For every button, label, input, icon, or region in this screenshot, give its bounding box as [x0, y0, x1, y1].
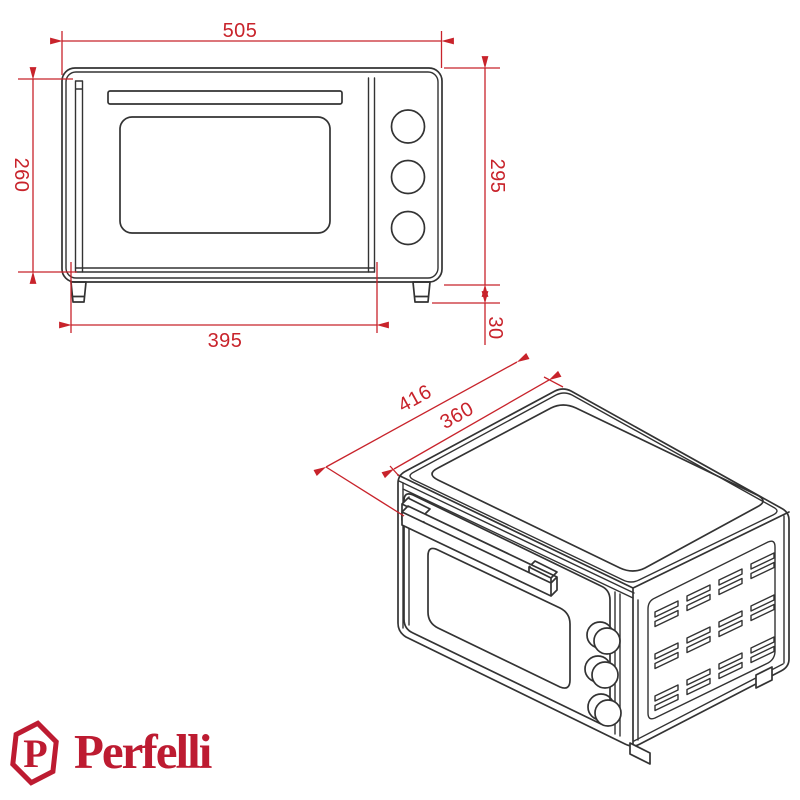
- iso-top-bevel: [409, 392, 778, 583]
- brand-logo: P Perfelli: [10, 720, 214, 786]
- iso-knob1-front: [593, 627, 621, 655]
- dim-360-line: [381, 370, 562, 479]
- dim-395-extensions: [70, 262, 378, 333]
- brand-name: Perfelli: [74, 724, 212, 779]
- knob-top: [390, 109, 426, 144]
- right-foot: [412, 281, 431, 303]
- iso-front-top-bevel: [398, 480, 635, 599]
- vent-slat: [686, 584, 711, 602]
- vent-slat: [718, 577, 743, 596]
- vent-slat: [654, 600, 679, 618]
- logo-hexagon-icon: [10, 720, 59, 786]
- vent-slat: [718, 610, 743, 628]
- vent-slat: [718, 568, 743, 586]
- door-window: [119, 116, 331, 234]
- vent-slots: [654, 552, 775, 712]
- vent-slat: [686, 677, 711, 696]
- vent-slat: [686, 668, 711, 686]
- front-view: [61, 67, 443, 303]
- vent-slat: [750, 603, 775, 622]
- iso-body-edges: [397, 474, 790, 746]
- dim-overall-width-label: 505: [223, 20, 258, 42]
- vent-slat: [750, 561, 775, 580]
- iso-body-silhouette: [397, 388, 790, 747]
- logo-badge-letter: P: [23, 731, 47, 776]
- iso-knobs: [584, 621, 622, 727]
- knob-bottom: [390, 210, 426, 246]
- dim-depth-total-label: 416: [395, 381, 436, 417]
- vent-slat: [654, 651, 679, 670]
- iso-foot-back: [755, 666, 773, 689]
- dim-260-extensions: [18, 78, 77, 273]
- vent-slat: [750, 552, 775, 570]
- vent-slat: [686, 635, 711, 654]
- dim-416-leader: [325, 466, 405, 517]
- vent-slat: [750, 636, 775, 654]
- oven-body-outline: [61, 67, 443, 283]
- left-foot: [70, 281, 87, 303]
- vent-slat: [654, 642, 679, 660]
- vent-slat: [654, 693, 679, 712]
- dim-295-extensions: [444, 67, 500, 286]
- door-handle: [107, 90, 343, 105]
- iso-door-window: [427, 547, 571, 689]
- iso-knob2-front: [591, 661, 619, 689]
- vent-slat: [686, 626, 711, 644]
- front-dimensions: 505 260 295 30 395: [10, 20, 508, 352]
- door-bottom-rails: [74, 267, 376, 273]
- dim-door-height-label: 260: [10, 158, 32, 193]
- isometric-view: [397, 388, 790, 765]
- knob-middle: [390, 159, 426, 195]
- dim-foot-height-label: 30: [484, 316, 506, 339]
- iso-side-panel-border: [647, 540, 776, 720]
- iso-edge-doubles: [402, 482, 785, 742]
- iso-knob3-front: [594, 699, 622, 727]
- vent-slat: [750, 594, 775, 612]
- dim-base-width-label: 395: [208, 330, 243, 352]
- vent-slat: [654, 684, 679, 702]
- vent-slat: [718, 619, 743, 638]
- vent-slat: [718, 661, 743, 680]
- dim-overall-height-label: 295: [486, 159, 508, 194]
- vent-slat: [686, 593, 711, 612]
- door-divider: [367, 77, 376, 273]
- iso-handle-bar: [401, 505, 558, 597]
- vent-slat: [654, 609, 679, 628]
- door-hinge-strip: [74, 80, 84, 273]
- oven-body-inner-line: [65, 71, 439, 279]
- iso-dimensions: 416 360: [313, 353, 564, 517]
- vent-slat: [750, 645, 775, 664]
- vent-slat: [718, 652, 743, 670]
- iso-foot-front: [629, 742, 651, 765]
